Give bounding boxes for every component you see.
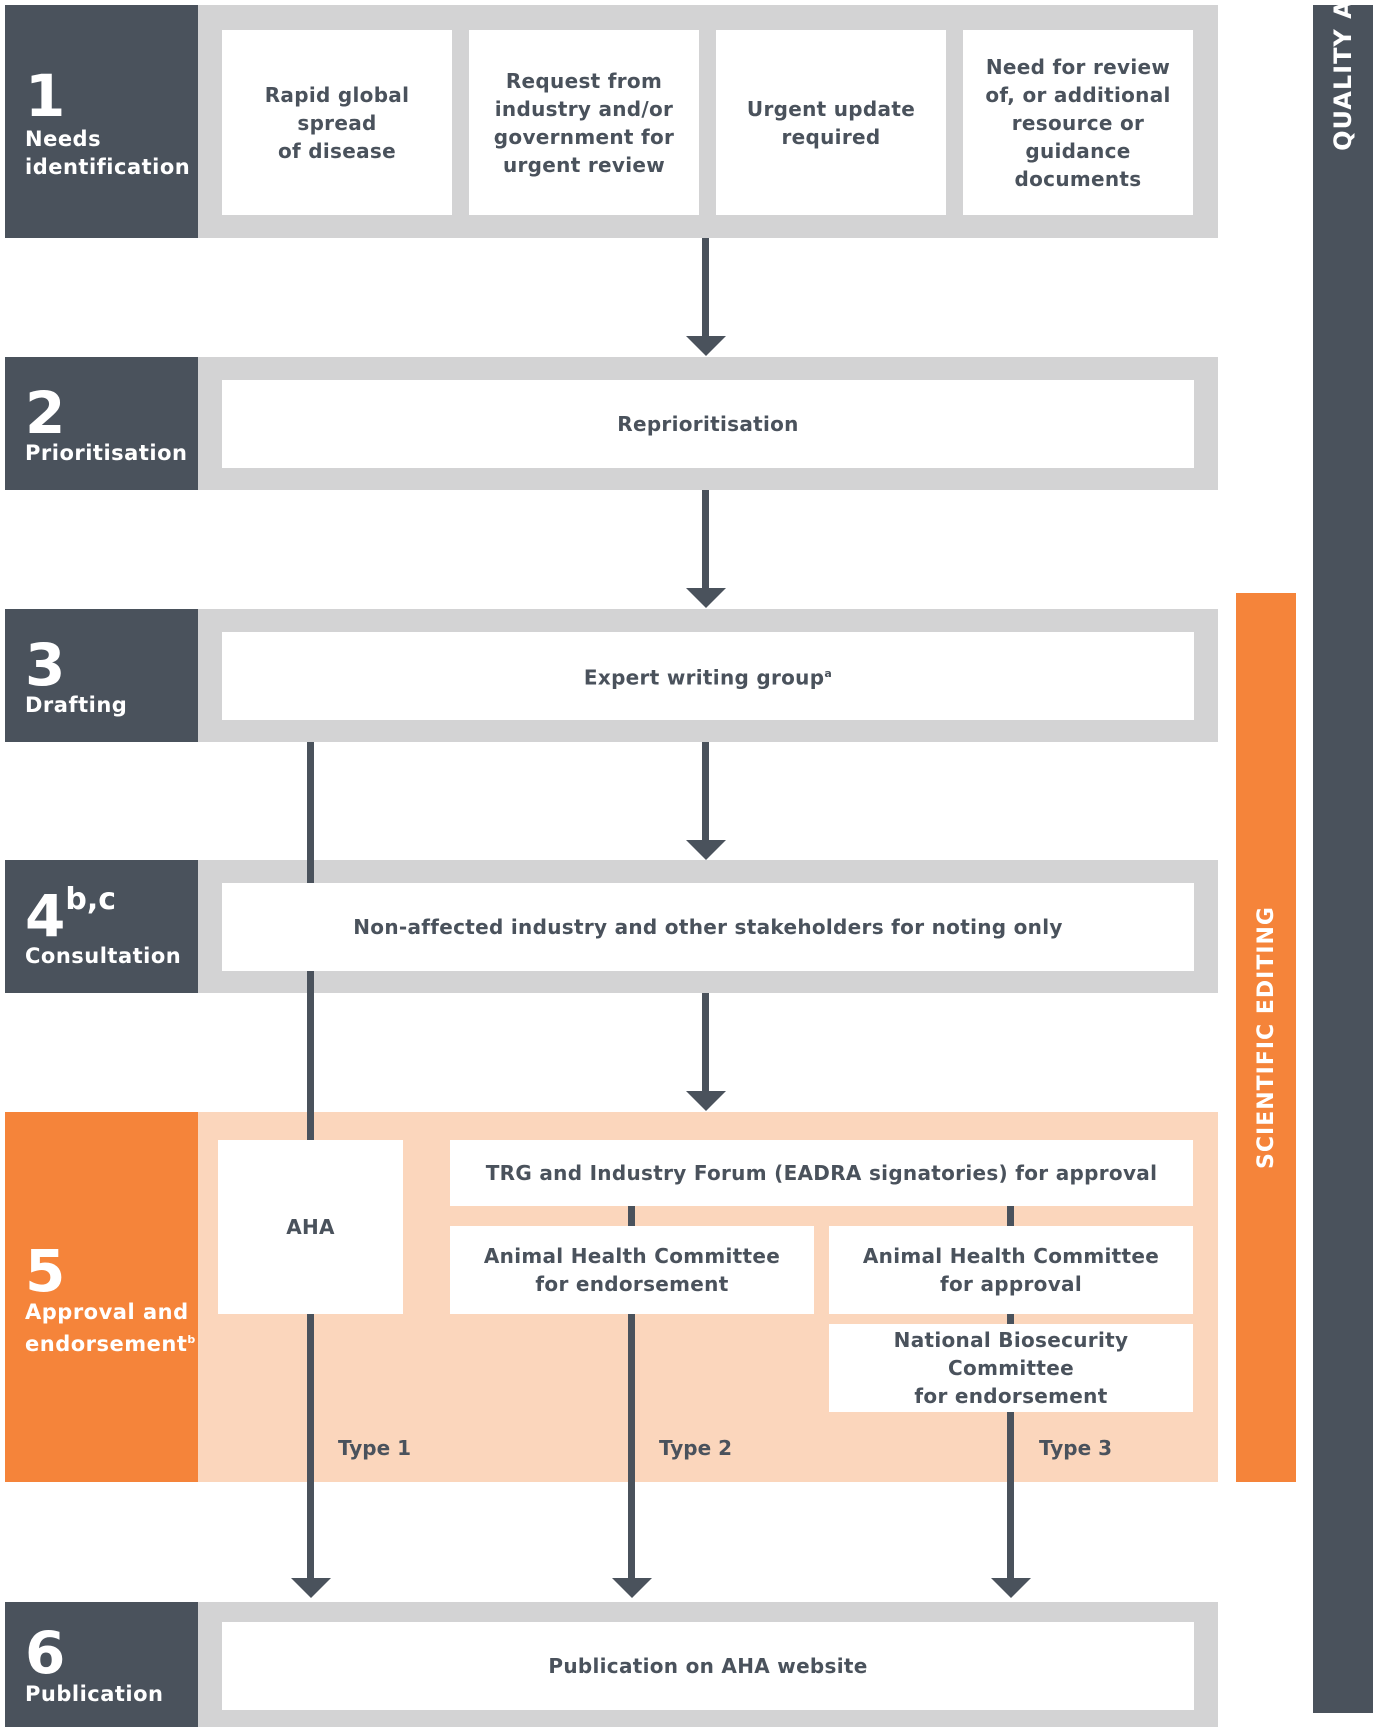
expert-writing-group-box: Expert writing groupa [222,632,1194,720]
trg-label: TRG and Industry Forum (EADRA signatorie… [485,1161,1158,1185]
stage-1-header: 1 Needs identification [5,5,198,238]
stage-5-label-line1: Approval and [25,1300,189,1324]
needs-box-1-line1: Rapid global spread [264,82,410,135]
footnote-a: a [824,667,833,681]
needs-box-4-line2: of, or additional [985,82,1171,107]
stage-5-header: 5 Approval and endorsementb [5,1112,198,1482]
stage-1-label-line1: Needs [25,127,102,151]
aha-box: AHA [218,1140,403,1314]
ahc-endorsement-box: Animal Health Committee for endorsement [450,1226,814,1314]
stage-4-number: 4b,c [25,885,116,946]
stage-6-header: 6 Publication [5,1602,198,1727]
needs-box-review: Need for review of, or additional resource… [963,30,1193,215]
quality-assurance-label: QUALITY ASSURANCE [1329,0,1357,151]
type1-arrowhead [291,1578,331,1598]
connector-4-5 [702,993,709,1091]
needs-box-2-line2: industry and/or [494,96,674,121]
arrowhead-3-4 [686,840,726,860]
stage-4-header: 4b,c Consultation [5,860,198,993]
type1-label: Type 1 [338,1436,412,1460]
needs-box-4-line3: resource or [1011,110,1145,135]
footnote-b: b [187,1333,196,1346]
connector-trg-ahc-approve [1007,1206,1014,1226]
arrowhead-2-3 [686,588,726,608]
ahc-endorse-line2: for endorsement [535,1272,729,1296]
needs-box-urgent-update: Urgent update required [716,30,946,215]
needs-box-rapid-spread: Rapid global spread of disease [222,30,452,215]
ahc-approve-line1: Animal Health Committee [862,1244,1160,1268]
reprioritisation-label: Reprioritisation [617,412,799,436]
stage-3-header: 3 Drafting [5,609,198,742]
stage-1-number: 1 [25,62,66,130]
type2-arrowhead [612,1578,652,1598]
connector-1-2 [702,238,709,336]
type3-label: Type 3 [1039,1436,1113,1460]
trg-industry-forum-box: TRG and Industry Forum (EADRA signatorie… [450,1140,1193,1206]
connector-2-3 [702,490,709,588]
type3-line [1007,1412,1014,1578]
needs-box-2-line1: Request from [505,68,663,93]
nbc-line1: National Biosecurity Committee [893,1328,1129,1380]
arrowhead-1-2 [686,336,726,356]
nbc-line2: for endorsement [914,1384,1108,1408]
type2-line [628,1314,635,1578]
publication-label: Publication on AHA website [548,1654,868,1678]
ahc-endorse-line1: Animal Health Committee [483,1244,781,1268]
needs-box-request: Request from industry and/or government fo… [469,30,699,215]
needs-box-2-line4: urgent review [502,152,665,177]
stage-4-superscript: b,c [65,882,117,917]
connector-drafting-aha-overlay2 [307,971,314,993]
reprioritisation-box: Reprioritisation [222,380,1194,468]
stage-3-number: 3 [25,631,66,699]
type1-line [307,1314,314,1578]
stage-4-label: Consultation [25,944,182,968]
scientific-editing-label: SCIENTIFIC EDITING [1253,906,1279,1169]
connector-aha-top [307,1112,314,1140]
stage-2-header: 2 Prioritisation [5,357,198,490]
stage-6-number: 6 [25,1619,66,1687]
stage-2-number: 2 [25,379,66,447]
type3-arrowhead [991,1578,1031,1598]
needs-box-1-line2: of disease [277,138,396,163]
consultation-label: Non-affected industry and other stakehol… [353,915,1063,939]
nbc-endorsement-box: National Biosecurity Committee for endors… [829,1324,1193,1412]
stage-5-label-line2-text: endorsement [25,1332,188,1356]
stage-3-label: Drafting [25,693,128,717]
scientific-editing-bar: SCIENTIFIC EDITING [1236,593,1296,1482]
needs-box-4-line4: guidance [1025,138,1131,163]
quality-assurance-bar: QUALITY ASSURANCE [1313,0,1373,1713]
needs-box-2-line3: government for [493,124,675,149]
needs-box-3-line1: Urgent update [746,96,916,121]
publication-box: Publication on AHA website [222,1622,1194,1710]
stage-6-label: Publication [25,1682,164,1706]
expert-writing-group-label: Expert writing group [583,665,825,690]
stage-1-label-line2: identification [25,155,191,179]
needs-box-4-line5: documents [1014,166,1142,191]
needs-box-4-line1: Need for review [985,54,1171,79]
stage-5-number: 5 [25,1237,66,1305]
arrowhead-4-5 [686,1091,726,1111]
type2-label: Type 2 [659,1436,733,1460]
ahc-approve-line2: for approval [940,1272,1082,1296]
connector-ahc-nbc [1007,1314,1014,1324]
needs-box-3-line2: required [781,124,881,149]
connector-drafting-aha-overlay [307,860,314,883]
stage-5-label-line2: endorsementb [25,1326,196,1358]
stage-2-label: Prioritisation [25,441,188,465]
ahc-approval-box: Animal Health Committee for approval [829,1226,1193,1314]
connector-trg-ahc-endorse [628,1206,635,1226]
stage-4-number-text: 4 [25,882,66,950]
aha-label: AHA [286,1215,335,1239]
consultation-box: Non-affected industry and other stakehol… [222,883,1194,971]
connector-3-4 [702,742,709,840]
